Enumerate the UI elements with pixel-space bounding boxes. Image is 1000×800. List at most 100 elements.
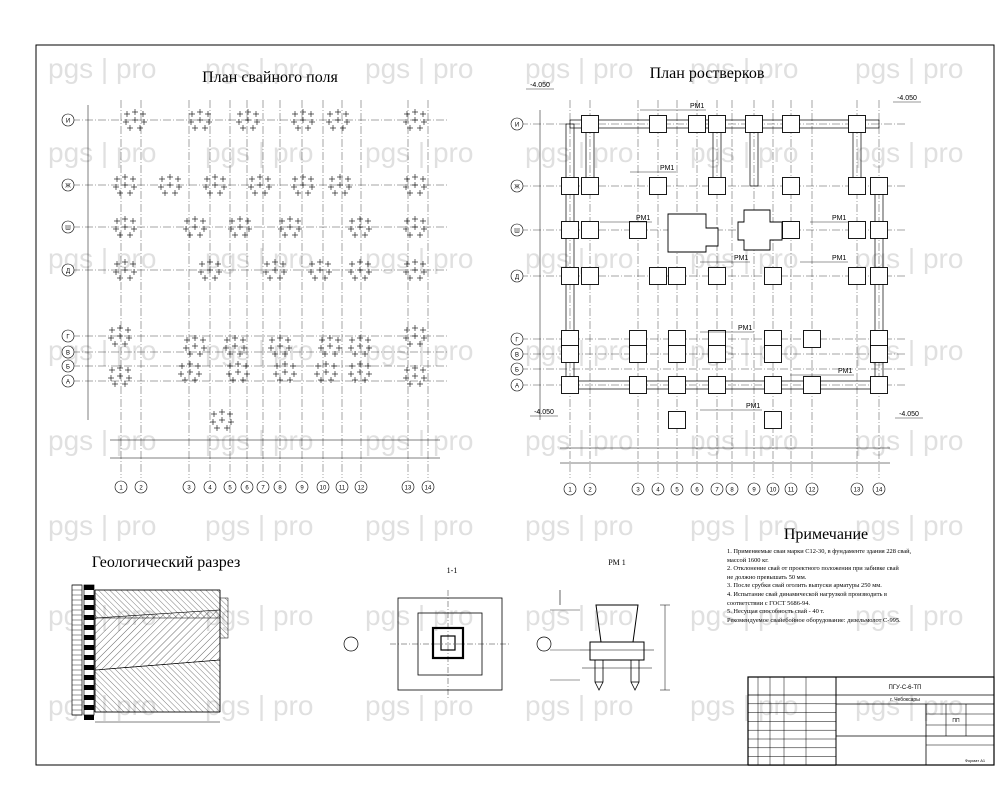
axis-bubble xyxy=(273,480,287,494)
axis-bubble xyxy=(61,345,75,359)
pile-cap xyxy=(848,177,866,195)
note-line: 2. Отклонение свай от проектного положен… xyxy=(727,565,899,573)
watermark-text: pgs | pro xyxy=(855,425,963,456)
axis-label: 10 xyxy=(320,486,327,492)
watermark-layer: pgs | pro pgs | pro pgs | pro pgs | pro pgs … xyxy=(48,53,963,721)
watermark-text: pgs | pro xyxy=(205,425,313,456)
pile-cap xyxy=(870,267,888,285)
axis-bubble xyxy=(510,347,524,361)
axis-label: 7 xyxy=(261,486,265,492)
axis-bubble xyxy=(766,482,780,496)
axis-label: 7 xyxy=(715,488,719,494)
watermark-text: pgs | pro xyxy=(365,335,473,366)
axis-label: 1 xyxy=(568,488,572,494)
pile-cap xyxy=(561,177,579,195)
pile-cap xyxy=(803,330,821,348)
axis-label: 4 xyxy=(208,486,212,492)
axis-bubble xyxy=(651,482,665,496)
pile-cap xyxy=(870,330,888,348)
pile-cap xyxy=(848,267,866,285)
pile-cap xyxy=(708,376,726,394)
axis-label: В xyxy=(66,351,70,357)
level-mark: -4.050 xyxy=(897,95,917,102)
pile-cap xyxy=(668,267,686,285)
note-line: 3. После срубки свай оголить выпуски арм… xyxy=(727,582,882,590)
pile-cap xyxy=(561,221,579,239)
watermark-text: pgs | pro xyxy=(690,425,798,456)
axis-label: 2 xyxy=(588,488,592,494)
axis-bubble xyxy=(114,480,128,494)
large-pile-cap xyxy=(737,209,783,251)
stamp-format: Формат А1 xyxy=(965,758,986,763)
watermark-text: pgs | pro xyxy=(855,53,963,84)
axis-label: 9 xyxy=(752,488,756,494)
watermark-text: pgs | pro xyxy=(365,53,473,84)
watermark-text: pgs | pro xyxy=(48,510,156,541)
pile-cap xyxy=(870,376,888,394)
axis-bubble xyxy=(223,480,237,494)
pile-cap xyxy=(668,411,686,429)
axis-label: 14 xyxy=(876,488,883,494)
axis-label: Б xyxy=(515,368,519,374)
pile-cap xyxy=(848,221,866,239)
cap-mark-label: РМ1 xyxy=(660,165,674,172)
axis-label: 2 xyxy=(139,486,143,492)
axis-bubble xyxy=(805,482,819,496)
axis-label: В xyxy=(515,353,519,359)
axis-label: 5 xyxy=(675,488,679,494)
watermark-text: pgs | pro xyxy=(525,137,633,168)
cap-mark-label: РМ1 xyxy=(738,325,752,332)
axis-bubble xyxy=(510,362,524,376)
watermark-text: pgs | pro xyxy=(205,53,313,84)
watermark-text: pgs | pro xyxy=(690,137,798,168)
cap-mark-label: РМ1 xyxy=(734,255,748,262)
axis-label: 4 xyxy=(656,488,660,494)
watermark-text: pgs | pro xyxy=(690,53,798,84)
axis-bubble xyxy=(631,482,645,496)
geological-section xyxy=(71,584,229,723)
pile-cap xyxy=(803,376,821,394)
axis-bubble xyxy=(61,263,75,277)
axis-bubble xyxy=(510,378,524,392)
pile-cap xyxy=(668,330,686,348)
note-line: 5. Несущая способность свай - 40 т. xyxy=(727,608,825,616)
axis-bubble xyxy=(61,220,75,234)
section-label: 1-1 xyxy=(447,566,458,575)
axis-label: 13 xyxy=(854,488,861,494)
axis-bubble xyxy=(670,482,684,496)
note-line: Рекомендуемое свайебойное оборудование: … xyxy=(727,616,901,624)
pile-cap xyxy=(581,177,599,195)
axis-label: А xyxy=(515,384,519,390)
pile-cap xyxy=(629,221,647,239)
axis-label: Г xyxy=(66,335,70,341)
watermark-text: pgs | pro xyxy=(205,137,313,168)
axis-label: 9 xyxy=(300,486,304,492)
notes-list: 1. Применяемые сваи марки С12-30, в фунд… xyxy=(727,548,989,625)
axis-label: 6 xyxy=(245,486,249,492)
pile-caps-plan: РМ1РМ1РМ1РМ1РМ1РМ1РМ1РМ1РМ1-4.050-4.050-… xyxy=(510,82,923,496)
pile-cap xyxy=(764,376,782,394)
watermark-text: pgs | pro xyxy=(205,243,313,274)
axis-bubble xyxy=(203,480,217,494)
axis-bubble xyxy=(61,329,75,343)
axis-label: 3 xyxy=(187,486,191,492)
watermark-text: pgs | pro xyxy=(48,53,156,84)
axis-label: И xyxy=(66,119,70,125)
pile-cap xyxy=(561,267,579,285)
note-line: соответствии с ГОСТ 5686-94. xyxy=(727,599,811,607)
pile-cap xyxy=(708,267,726,285)
pile-cap xyxy=(581,115,599,133)
cap-mark-label: РМ1 xyxy=(838,368,852,375)
watermark-text: pgs | pro xyxy=(855,137,963,168)
sheet-frame xyxy=(35,44,995,766)
axis-label: И xyxy=(515,123,519,129)
axis-bubble xyxy=(850,482,864,496)
axis-bubble xyxy=(61,359,75,373)
axis-label: 11 xyxy=(339,486,346,492)
cap-mark-label: РМ1 xyxy=(690,103,704,110)
axis-label: 13 xyxy=(405,486,412,492)
level-mark: -4.050 xyxy=(534,409,554,416)
axis-bubble xyxy=(563,482,577,496)
axis-label: Д xyxy=(66,269,70,275)
axis-bubble xyxy=(510,223,524,237)
